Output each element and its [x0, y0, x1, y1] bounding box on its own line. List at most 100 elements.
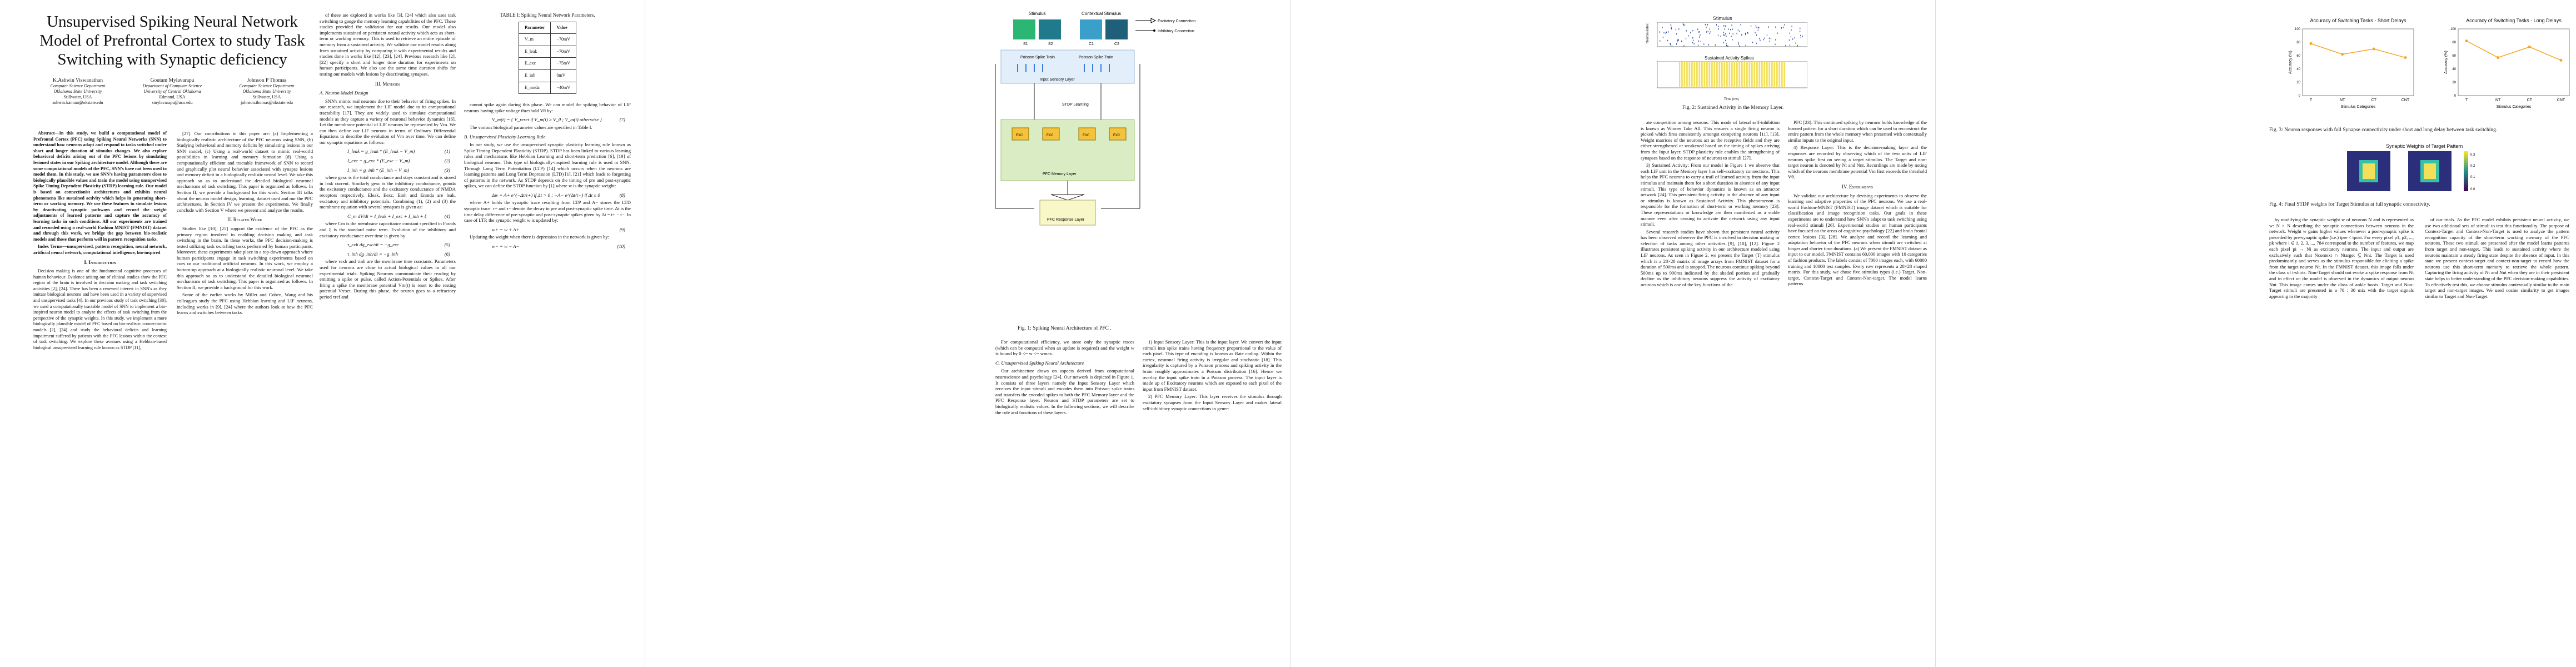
spike-mark [1792, 38, 1793, 40]
label-c1: C1 [1089, 42, 1094, 46]
stimulus-label: Stimulus [1029, 11, 1046, 16]
spike-mark [1663, 32, 1665, 34]
equation-2: I_exc = g_exc * (E_exc − V_m)(2) [347, 158, 450, 164]
figure-3-caption: Fig. 3: Neuron responses with full Synap… [2269, 127, 2498, 133]
x-tick-label: CT [2371, 98, 2377, 102]
label-c2: C2 [1114, 42, 1119, 46]
spike-mark [1692, 42, 1693, 43]
excitatory-legend-label: Excitatory Connection [1158, 19, 1195, 23]
x-tick-label: NT [2340, 98, 2345, 102]
y-tick-label: 20 [2452, 81, 2456, 84]
spike-mark [1671, 27, 1672, 28]
column-5: For computational efficiency, we store o… [995, 339, 1134, 415]
spike-mark [1732, 28, 1733, 30]
data-point [2497, 56, 2500, 59]
label-s1: S1 [1023, 42, 1028, 46]
spike-mark [1731, 36, 1732, 37]
stimulus-image-s2 [1039, 19, 1061, 39]
contextual-label: Contextual Stimulus [1082, 11, 1121, 16]
spike-mark [1716, 24, 1717, 26]
table-row: E_exc−75mV [519, 57, 576, 70]
memory-exc-neuron [1042, 127, 1060, 141]
equation-10: w− = w − A−(10) [492, 243, 625, 250]
spike-mark [1730, 29, 1731, 31]
x-axis-label: Stimulus Categories [2341, 105, 2376, 109]
spike-mark [1683, 24, 1685, 26]
equation-3: I_inh = g_inh * (E_inh − V_m)(3) [347, 167, 450, 173]
spike-mark [1785, 44, 1786, 47]
section-heading: III. Methods [375, 81, 401, 87]
y-tick-label: 0 [2454, 94, 2457, 98]
colorbar-tick: 0.2 [2470, 165, 2475, 168]
spike-markers [1017, 64, 1110, 72]
spike-mark [1707, 24, 1708, 26]
spike-mark [1671, 28, 1672, 29]
page-4: Accuracy of Switching Tasks - Short Dela… [1936, 0, 2576, 667]
spike-mark [1725, 33, 1726, 35]
spike-mark [1758, 27, 1760, 29]
connection-arrows [995, 64, 1140, 209]
spike-mark [1756, 34, 1757, 36]
figure-4-caption: Fig. 4: Final STDP weights for Target St… [2269, 202, 2430, 207]
spike-mark [1693, 43, 1695, 44]
table-caption: TABLE I: Spiking Neural Network Paramete… [500, 12, 595, 18]
author-block: K.Ashwin Viswanathan Computer Science De… [33, 78, 311, 106]
column-8: PFC [23]. This continued spiking by neur… [1788, 120, 1927, 287]
synaptic-weights-title: Synaptic Weights of Target Pattern [2386, 143, 2463, 149]
weight-heatmap-panel [2408, 151, 2452, 191]
equation-5: τ_exh dg_exc/dt = −g_exc(5) [347, 242, 450, 248]
abstract: Abstract—In this study, we build a compu… [33, 131, 167, 350]
author-email[interactable]: johnson.thomas@okstate.edu [240, 100, 293, 105]
page-divider [1935, 0, 1936, 667]
spike-mark [1797, 44, 1798, 47]
spike-mark [1723, 42, 1724, 43]
section-heading: I. Introduction [84, 260, 116, 266]
figure-2-caption: Fig. 2: Sustained Activity in the Memory… [1682, 105, 1784, 111]
spike-mark [1768, 37, 1770, 39]
figure-1-caption: Fig. 1: Spiking Neural Architecture of P… [1018, 326, 1112, 331]
spike-mark [1781, 27, 1782, 29]
exc-node-label: EXC [1083, 134, 1090, 137]
equation-6: τ_inh dg_inh/dt = −g_inh(6) [347, 251, 450, 257]
page-1: Unsupervised Spiking Neural Network Mode… [0, 0, 645, 667]
equation-1: I_leak = g_leak * (E_leak − V_m)(1) [347, 148, 450, 155]
inhibitory-legend-label: Inhibitory Connection [1158, 29, 1194, 33]
column-2: [27]. Our contributions in this paper ar… [177, 131, 313, 316]
context-image-c2 [1105, 19, 1128, 39]
column-6: 1) Input Sensory Layer: This is the inpu… [1143, 339, 1282, 411]
equation-9: w+ = w + A+(9) [492, 226, 625, 232]
column-9: by modifying the synaptic weight w of ne… [2269, 217, 2414, 299]
spike-mark [1747, 32, 1748, 34]
stimulus-raster-title: Stimulus [1713, 16, 1732, 21]
spike-mark [1697, 28, 1698, 30]
spike-mark [1739, 45, 1740, 47]
spike-mark [1681, 40, 1682, 42]
author-email[interactable]: smylavarapu@uco.edu [152, 100, 193, 105]
spike-mark [1723, 32, 1725, 33]
column-10: of our trials. As the PFC model exhibits… [2425, 217, 2569, 299]
spike-mark [1800, 34, 1801, 37]
exc-node-label: EXC [1016, 134, 1023, 137]
y-axis-label: Accuracy (%) [2444, 51, 2448, 74]
data-point [2309, 42, 2313, 45]
spike-mark [1692, 37, 1693, 39]
spike-mark [1738, 43, 1739, 45]
author-email[interactable]: ashwin.kannan@okstate.edu [52, 100, 103, 105]
spike-mark [1768, 26, 1769, 28]
spike-mark [1708, 44, 1710, 46]
chart-title: Accuracy of Switching Tasks - Long Delay… [2466, 18, 2562, 23]
spike-mark [1731, 24, 1732, 26]
spike-mark [1705, 23, 1706, 26]
raster-xlabel: Time (ms) [1724, 98, 1739, 101]
column-4: TABLE I: Spiking Neural Network Paramete… [464, 12, 631, 251]
spike-mark [1777, 32, 1778, 34]
input-sensory-layer [1000, 49, 1135, 84]
spike-mark [1752, 42, 1753, 43]
spike-mark [1729, 32, 1730, 34]
x-tick-label: T [2310, 98, 2313, 102]
x-tick-label: CT [2527, 98, 2533, 102]
weight-heatmap-panel [2347, 151, 2390, 191]
spike-mark [1666, 31, 1667, 33]
table-row: V_m−70mV [519, 33, 576, 46]
y-axis-label: Accuracy (%) [2289, 51, 2293, 74]
